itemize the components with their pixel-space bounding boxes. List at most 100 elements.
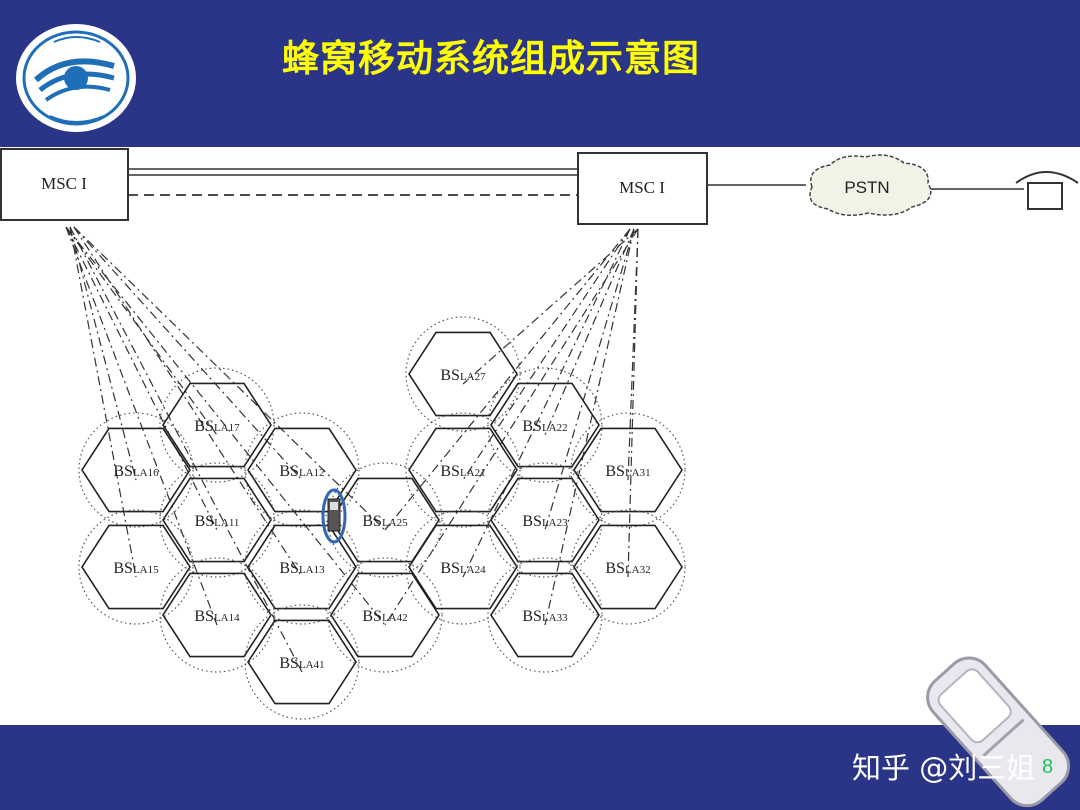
hex-cell-la32: BSLA32	[570, 509, 686, 625]
cell-label: BSLA22	[522, 418, 567, 435]
msc-left-box: MSC I	[0, 148, 129, 221]
cell-label: BSLA11	[195, 513, 240, 530]
hex-outline	[573, 427, 683, 513]
cell-label: BSLA14	[194, 608, 240, 625]
cell-label: BSLA31	[605, 463, 650, 480]
hex-outline	[81, 524, 191, 610]
coverage-circle	[327, 462, 443, 578]
coverage-circle	[405, 316, 521, 432]
hex-cell-la31: BSLA31	[570, 412, 686, 528]
hex-outline	[573, 524, 683, 610]
slide-number: 8	[1042, 756, 1054, 778]
coverage-circle	[570, 412, 686, 528]
hex-outline	[490, 572, 600, 658]
hex-cell-la15: BSLA15	[78, 509, 194, 625]
coverage-circle	[405, 509, 521, 625]
signal-line	[69, 226, 303, 673]
signal-line	[69, 226, 137, 481]
cell-label-prefix: BS	[279, 655, 299, 672]
cell-label-subscript: LA14	[214, 612, 240, 624]
hex-cell-la22: BSLA22	[487, 367, 603, 483]
hex-cell-la16: BSLA16	[78, 412, 194, 528]
header-bar: 蜂窝移动系统组成示意图	[0, 0, 1080, 147]
cell-label-prefix: BS	[440, 367, 460, 384]
signal-line	[627, 228, 639, 481]
footer-bar	[0, 725, 1080, 810]
cell-label-subscript: LA24	[460, 564, 486, 576]
coverage-circle	[78, 412, 194, 528]
cell-label: BSLA25	[362, 513, 408, 530]
cell-label-prefix: BS	[605, 463, 625, 480]
cell-label-subscript: LA13	[299, 564, 325, 576]
hex-cell-la21: BSLA21	[405, 412, 521, 528]
cell-label: BSLA13	[279, 560, 325, 577]
cell-label-subscript: LA16	[133, 467, 159, 479]
cell-label-prefix: BS	[194, 418, 214, 435]
cell-label-subscript: LA21	[460, 467, 486, 479]
coverage-circle	[487, 557, 603, 673]
hex-cell-la41: BSLA41	[244, 604, 360, 720]
cell-label-subscript: LA11	[214, 517, 239, 529]
cell-label-prefix: BS	[195, 513, 215, 530]
cell-label: BSLA33	[522, 608, 568, 625]
signal-line	[384, 228, 639, 626]
hex-cell-la24: BSLA24	[405, 509, 521, 625]
cell-label-subscript: LA32	[625, 564, 651, 576]
coverage-circle	[244, 604, 360, 720]
hex-outline	[408, 524, 518, 610]
cell-label-subscript: LA42	[382, 612, 408, 624]
coverage-circle	[405, 412, 521, 528]
hex-cell-la13: BSLA13	[244, 509, 360, 625]
cell-label: BSLA32	[605, 560, 650, 577]
msc-right-box: MSC I	[577, 152, 708, 225]
hex-cell-la27: BSLA27	[405, 316, 521, 432]
signal-line	[544, 228, 635, 531]
cell-label-subscript: LA41	[299, 659, 325, 671]
cell-label-prefix: BS	[440, 463, 460, 480]
signalling-lines	[65, 226, 639, 673]
hex-cell-la14: BSLA14	[159, 557, 275, 673]
pstn-label: PSTN	[844, 178, 889, 197]
mobile-phone-icon	[321, 488, 347, 544]
signal-line	[627, 228, 639, 578]
cell-label-prefix: BS	[440, 560, 460, 577]
pstn-cloud: PSTN	[809, 154, 932, 216]
signal-line	[462, 228, 639, 385]
coverage-circle	[159, 462, 275, 578]
cell-label-prefix: BS	[113, 463, 133, 480]
signal-line	[69, 226, 137, 578]
signal-line	[462, 228, 631, 481]
cell-label: BSLA27	[440, 367, 486, 384]
signal-line	[65, 226, 386, 626]
signal-line	[65, 226, 218, 436]
hex-cell-la42: BSLA42	[327, 557, 443, 673]
cell-label: BSLA42	[362, 608, 407, 625]
coverage-circle	[78, 509, 194, 625]
hex-outline	[81, 427, 191, 513]
cell-label: BSLA23	[522, 513, 568, 530]
hex-outline	[162, 572, 272, 658]
cell-label-prefix: BS	[605, 560, 625, 577]
hex-cell-la33: BSLA33	[487, 557, 603, 673]
hex-outline	[330, 572, 440, 658]
flip-phone-graphic-icon	[926, 656, 1071, 808]
cell-label-subscript: LA25	[382, 517, 408, 529]
hex-outline	[490, 477, 600, 563]
signal-line	[544, 228, 635, 436]
hex-cell-la17: BSLA17	[159, 367, 275, 483]
cell-label-subscript: LA12	[299, 467, 325, 479]
hex-cell-la23: BSLA23	[487, 462, 603, 578]
msc-left-label: MSC I	[41, 174, 87, 193]
cell-label-prefix: BS	[362, 608, 382, 625]
cell-label-subscript: LA15	[133, 564, 159, 576]
cell-label: BSLA41	[279, 655, 324, 672]
cell-label-prefix: BS	[279, 560, 299, 577]
cell-label: BSLA12	[279, 463, 324, 480]
coverage-circle	[159, 367, 275, 483]
cell-label-subscript: LA23	[542, 517, 568, 529]
cell-label-prefix: BS	[522, 418, 542, 435]
cell-label-prefix: BS	[194, 608, 214, 625]
cell-label: BSLA16	[113, 463, 159, 480]
